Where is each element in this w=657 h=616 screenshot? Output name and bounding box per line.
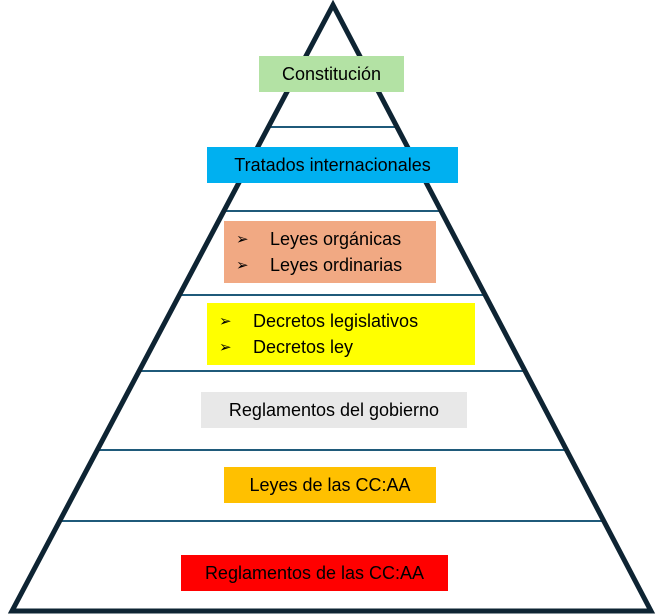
arrow-bullet-icon: ➢ bbox=[236, 257, 249, 274]
list-item: ➢Leyes ordinarias bbox=[236, 254, 403, 275]
list-item: ➢Decretos ley bbox=[219, 336, 354, 357]
level-label: Tratados internacionales bbox=[234, 154, 431, 175]
level-reglamentos-ccaa: Reglamentos de las CC:AA bbox=[181, 555, 448, 591]
arrow-bullet-icon: ➢ bbox=[219, 339, 232, 356]
arrow-bullet-icon: ➢ bbox=[219, 313, 232, 330]
arrow-bullet-icon: ➢ bbox=[236, 231, 249, 248]
list-item: ➢Decretos legislativos bbox=[219, 310, 419, 331]
level-leyes: ➢Leyes orgánicas ➢Leyes ordinarias bbox=[224, 221, 436, 283]
pyramid-outline bbox=[7, 0, 656, 614]
level-label: Reglamentos de las CC:AA bbox=[204, 562, 425, 583]
level-decretos: ➢Decretos legislativos ➢Decretos ley bbox=[207, 303, 475, 365]
level-label: Constitución bbox=[281, 63, 382, 84]
level-reglamentos-gobierno: Reglamentos del gobierno bbox=[201, 392, 467, 428]
level-label: Reglamentos del gobierno bbox=[228, 399, 440, 420]
list-item: ➢Leyes orgánicas bbox=[236, 228, 402, 249]
level-tratados: Tratados internacionales bbox=[207, 147, 458, 183]
level-label: Leyes de las CC:AA bbox=[249, 474, 411, 495]
level-constitucion: Constitución bbox=[259, 56, 404, 92]
level-leyes-ccaa: Leyes de las CC:AA bbox=[224, 467, 436, 503]
